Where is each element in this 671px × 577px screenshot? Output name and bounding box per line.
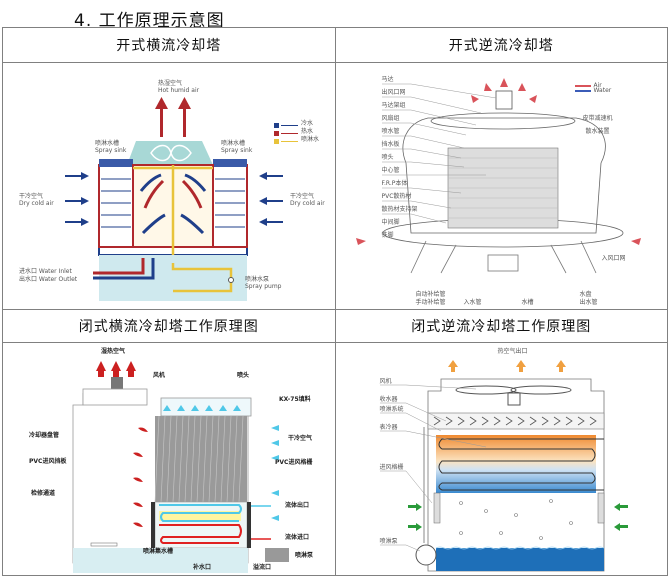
- diagram-grid: 开式横流冷却塔 开式逆流冷却塔: [2, 27, 668, 576]
- label-fill-support: 散热材支持架: [381, 206, 418, 213]
- label-center-pipe: 中心管: [381, 167, 400, 174]
- hot-air-arrows: [96, 361, 136, 377]
- label-pvc-fill: PVC散热材: [381, 193, 412, 200]
- legend-swatches: [274, 123, 298, 144]
- label-nozzle: 喷头: [381, 154, 394, 161]
- label-pump: 喷淋泵: [295, 552, 314, 559]
- fan-icon: [150, 144, 192, 162]
- label-motor: 马达: [381, 76, 394, 83]
- label-coil: 表冷器: [379, 424, 398, 431]
- drift-eliminator: [427, 412, 604, 430]
- legend-cold-water: 冷水: [301, 120, 314, 127]
- legend-water: Water: [593, 87, 612, 94]
- legend-hot-water: 热水: [301, 128, 314, 135]
- label-manual-fill: 手动补给管: [415, 299, 446, 306]
- label-hot-humid-air: 湿热空气: [101, 348, 126, 355]
- label-hot-air-outlet: 热空气出口: [497, 348, 528, 355]
- label-dry-cold-air: 干冷空气: [288, 435, 313, 442]
- label-dry-air-right-cn: 干冷空气: [290, 193, 315, 200]
- label-motor-frame: 马达架组: [381, 102, 406, 109]
- label-spray-pump-cn: 喷淋水泵: [245, 276, 270, 283]
- label-dry-air-left-cn: 干冷空气: [19, 193, 44, 200]
- label-frp-body: F.R.P本体: [381, 180, 408, 187]
- label-spray-sink-left-cn: 喷淋水槽: [95, 140, 120, 147]
- label-fluid-in: 流体进口: [285, 534, 310, 541]
- air-arrows: [355, 78, 641, 245]
- fan-housing: [127, 141, 213, 165]
- label-spray-sink-left-en: Spray sink: [95, 147, 127, 154]
- label-fan-set: 风扇组: [381, 115, 400, 122]
- label-fluid-out: 流体出口: [285, 502, 310, 509]
- label-water-inlet: 进水口 Water Inlet: [19, 268, 72, 275]
- legend-swatches: [574, 85, 591, 92]
- page-heading: 4. 工作原理示意图: [74, 11, 225, 31]
- closed-counterflow-drawing: [379, 360, 628, 572]
- dry-air-arrows: [65, 172, 283, 226]
- label-spray-pump-en: Spray pump: [245, 283, 282, 290]
- diagram-closed-crossflow: 湿热空气 风机 喷头 KX-75填料 冷却器盘管 PVC进风挡板 检修通道 干冷…: [3, 343, 335, 575]
- legend-air: Air: [593, 82, 602, 89]
- hot-air-arrows: [447, 360, 566, 372]
- label-water-distributor: 散水装置: [585, 128, 610, 135]
- motor: [495, 90, 512, 110]
- title-open-counterflow: 开式逆流冷却塔: [334, 27, 668, 63]
- label-coil: 冷却器盘管: [29, 432, 60, 439]
- pump-motor: [265, 548, 289, 562]
- label-louver: 进风格栅: [379, 464, 404, 471]
- open-counterflow-drawing: [355, 78, 641, 274]
- label-spray-system: 喷淋系统: [379, 406, 404, 413]
- label-basin: 喷淋集水槽: [143, 548, 174, 555]
- diagram-open-crossflow: 热湿空气 Hot humid air 喷淋水槽 Spray sink 喷淋水槽 …: [3, 63, 335, 309]
- label-nozzle: 喷头: [237, 372, 250, 379]
- open-crossflow-drawing: [65, 97, 298, 301]
- hot-air-arrows: [155, 97, 191, 137]
- label-belt-reducer: 皮带减速机: [582, 115, 613, 122]
- leader-lines: [381, 83, 496, 224]
- label-pvc-louver-left: PVC进风挡板: [29, 458, 67, 465]
- diagram-closed-counterflow: 热空气出口 风机 收水器 喷淋系统 表冷器 进风格栅 喷淋泵: [336, 343, 668, 575]
- legend-spray-water: 喷淋水: [301, 136, 320, 143]
- label-outlet-net: 出风口网: [381, 89, 406, 96]
- closed-crossflow-drawing: [72, 361, 289, 573]
- label-auto-fill: 自动补给管: [415, 291, 446, 298]
- label-water-outlet: 出水口 Water Outlet: [19, 276, 78, 283]
- label-spray-pump: 喷淋泵: [379, 538, 398, 545]
- label-inlet-net: 入风口网: [601, 255, 626, 262]
- label-fan: 风机: [379, 378, 392, 385]
- label-hot-air-cn: 热湿空气: [158, 80, 183, 87]
- title-open-crossflow: 开式横流冷却塔: [2, 27, 336, 63]
- coil-block: [435, 435, 596, 493]
- leader-lines: [379, 384, 486, 552]
- title-closed-counterflow: 闭式逆流冷却塔工作原理图: [334, 309, 668, 343]
- label-access: 检修通道: [31, 490, 56, 497]
- label-spray-sink-right-cn: 喷淋水槽: [221, 140, 246, 147]
- intake-arrows: [407, 503, 628, 531]
- label-water-out: 出水管: [579, 299, 598, 306]
- label-makeup: 补水口: [193, 564, 212, 571]
- label-tank: 水槽: [521, 299, 534, 306]
- label-eliminator: 挡水板: [381, 141, 400, 148]
- diagram-open-counterflow: 马达 出风口网 马达架组 风扇组 喷水管 挡水板 喷头 中心管 F.R.P本体 …: [336, 63, 668, 309]
- label-fill: KX-75填料: [279, 396, 311, 403]
- fan-motor: [507, 392, 520, 406]
- label-water-in: 入水管: [463, 299, 482, 306]
- label-overflow: 溢流口: [253, 564, 272, 571]
- label-middle-leg: 中间脚: [381, 219, 400, 226]
- label-spray-pipe: 喷水管: [381, 128, 400, 135]
- label-dry-air-left-en: Dry cold air: [19, 200, 54, 207]
- label-fan: 风机: [153, 372, 166, 379]
- title-closed-crossflow: 闭式横流冷却塔工作原理图: [2, 309, 336, 343]
- label-eliminator: 收水器: [379, 396, 398, 403]
- water-basin: [435, 548, 604, 571]
- label-hot-air-en: Hot humid air: [158, 87, 200, 94]
- label-pvc-louver-right: PVC进风格栅: [275, 459, 313, 466]
- label-dry-air-right-en: Dry cold air: [290, 200, 325, 207]
- label-spray-sink-right-en: Spray sink: [221, 147, 253, 154]
- label-iron-leg: 铁脚: [381, 232, 394, 239]
- label-basin: 水盘: [579, 291, 592, 298]
